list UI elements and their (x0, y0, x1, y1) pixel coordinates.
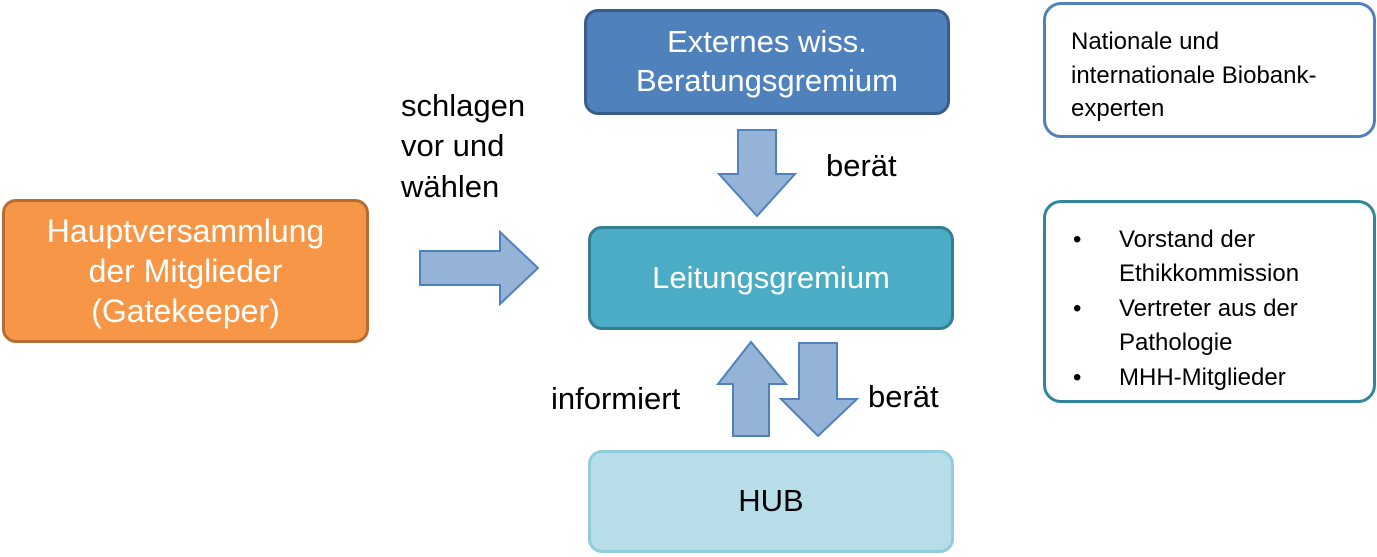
note-line: internationale Biobank- (1071, 61, 1317, 89)
list-item: • Vorstand der Ethikkommission (1046, 223, 1349, 291)
arrow-up-icon (715, 340, 789, 437)
bullet-icon: • (1073, 295, 1082, 322)
edge-label-informiert: informiert (551, 381, 681, 416)
node-line: Beratungsgremium (636, 63, 898, 98)
note-line: Nationale und (1071, 28, 1220, 55)
note-biobank-experten: Nationale und internationale Biobank- ex… (1043, 2, 1376, 138)
node-line: Externes wiss. (667, 24, 867, 60)
edge-label-line: vor und (401, 128, 505, 164)
node-label: HUB (738, 483, 804, 519)
edge-label-line: wählen (401, 168, 500, 204)
list-item-line: MHH-Mitglieder (1119, 364, 1286, 391)
edge-label-beraet-unten: berät (868, 379, 939, 414)
arrow-down-icon (716, 129, 798, 218)
node-hub: HUB (588, 450, 954, 553)
arrow-right-icon (419, 229, 540, 307)
edge-label-line: schlagen (401, 88, 526, 123)
bullet-icon: • (1073, 226, 1082, 253)
arrow-down-icon (778, 342, 860, 438)
edge-label-beraet-oben: berät (826, 148, 897, 183)
note-line: experten (1071, 95, 1165, 123)
list-item-line: Pathologie (1119, 329, 1233, 356)
edge-label-vorschlagen: schlagen vor und wählen (401, 86, 525, 207)
list-item-line: Vertreter aus der (1119, 295, 1298, 322)
list-item-line: Ethikkommission (1119, 260, 1300, 287)
node-externes-beratungsgremium: Externes wiss. Beratungsgremium (584, 9, 950, 115)
node-hauptversammlung: Hauptversammlung der Mitglieder (Gatekee… (2, 199, 369, 343)
list-item: • Vertreter aus der Pathologie (1046, 292, 1349, 360)
node-line: (Gatekeeper) (91, 293, 280, 329)
bullet-list: • Vorstand der Ethikkommission • Vertret… (1046, 223, 1349, 396)
node-line: Hauptversammlung (46, 213, 325, 249)
list-item: • MHH-Mitglieder (1046, 361, 1349, 395)
node-leitungsgremium: Leitungsgremium (588, 226, 954, 330)
bullet-icon: • (1073, 364, 1082, 391)
note-mitglieder-list: • Vorstand der Ethikkommission • Vertret… (1043, 200, 1376, 403)
node-line: der Mitglieder (88, 253, 283, 289)
node-label: Leitungsgremium (652, 259, 890, 295)
list-item-line: Vorstand der (1119, 226, 1256, 253)
